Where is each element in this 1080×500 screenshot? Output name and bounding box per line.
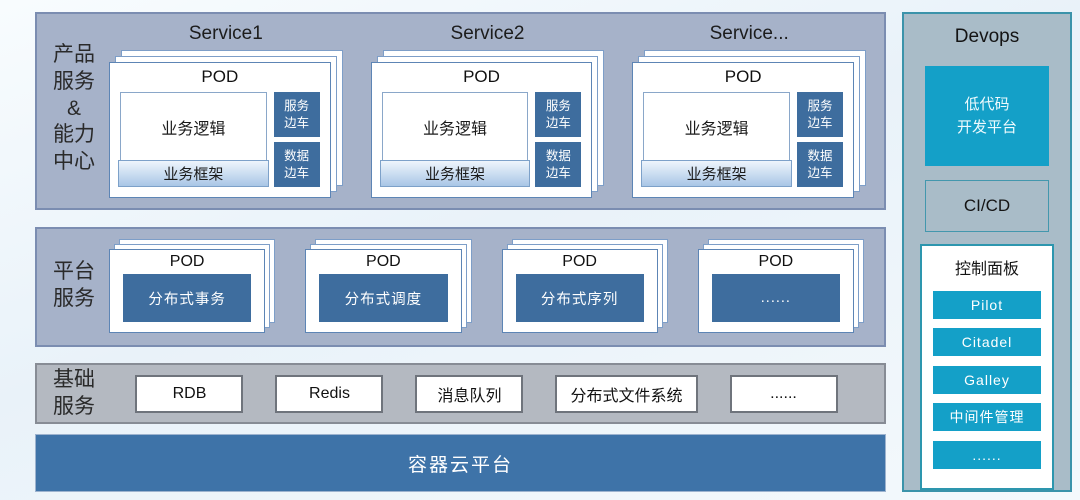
- infra-box-rdb: RDB: [135, 374, 244, 413]
- business-logic-box: 业务逻辑: [120, 92, 267, 161]
- pod-stack-more: POD ......: [697, 239, 864, 333]
- pod-card: POD ......: [697, 249, 854, 333]
- band-platform-services: 平台 服务 POD 分布式事务 POD 分布式调度: [35, 227, 886, 347]
- panel-item-more: ......: [933, 440, 1041, 469]
- pod-card: POD 业务逻辑 业务框架 服务边车 数据边车: [632, 62, 855, 198]
- control-panel-items: Pilot Citadel Galley 中间件管理 ......: [933, 281, 1041, 478]
- pod-stack-distributed-scheduling: POD 分布式调度: [305, 239, 472, 333]
- lowcode-platform-box: 低代码 开发平台: [925, 66, 1049, 166]
- pod-stack-distributed-transaction: POD 分布式事务: [109, 239, 276, 333]
- pod-body: 业务逻辑 业务框架 服务边车 数据边车: [372, 90, 592, 197]
- pod-stack: POD 业务逻辑 业务框架 服务边车 数据边车: [632, 50, 867, 198]
- service-title: Service...: [709, 23, 789, 44]
- business-framework-bar: 业务框架: [118, 160, 269, 187]
- band-infra-label: 基础 服务: [53, 367, 95, 418]
- pod-body: 业务逻辑 业务框架 服务边车 数据边车: [633, 90, 853, 197]
- pod-service-box: ......: [711, 274, 840, 322]
- band-container-cloud-platform: 容器云平台: [35, 434, 886, 492]
- data-sidecar-box: 数据边车: [797, 142, 844, 187]
- infra-box-more: ......: [729, 374, 838, 413]
- pod-card: POD 业务逻辑 业务框架 服务边车 数据边车: [370, 62, 593, 198]
- control-panel-title: 控制面板: [954, 261, 1019, 278]
- business-framework-bar: 业务框架: [641, 160, 793, 187]
- pod-card: POD 分布式序列: [501, 249, 658, 333]
- service-group-3: Service... POD 业务逻辑 业务框架 服务边车: [632, 20, 867, 198]
- devops-title: Devops: [954, 26, 1020, 47]
- business-logic-column: 业务逻辑 业务框架: [641, 92, 793, 187]
- service-sidecar-box: 服务边车: [535, 92, 582, 137]
- pod-card: POD 分布式调度: [305, 249, 462, 333]
- pod-card: POD 业务逻辑 业务框架 服务边车 数据边车: [109, 62, 331, 198]
- pod-service-box: 分布式事务: [123, 274, 252, 322]
- business-framework-bar: 业务框架: [379, 160, 531, 187]
- control-panel: 控制面板 Pilot Citadel Galley 中间件管理 ......: [920, 244, 1054, 490]
- business-logic-box: 业务逻辑: [643, 92, 791, 161]
- service-sidecar-box: 服务边车: [273, 92, 320, 137]
- pod-service-box: 分布式序列: [515, 274, 644, 322]
- band-infra-services: 基础 服务 RDB Redis 消息队列 分布式文件系统 ......: [35, 363, 886, 424]
- business-logic-column: 业务逻辑 业务框架: [379, 92, 531, 187]
- service-groups: Service1 POD 业务逻辑 业务框架 服务边车: [103, 20, 872, 198]
- pod-title: POD: [463, 67, 500, 86]
- infra-box-message-queue: 消息队列: [415, 374, 524, 413]
- architecture-diagram: 产品 服务 & 能力 中心 Service1 POD 业务逻辑 业务框架: [35, 12, 886, 492]
- pod-stack: POD 业务逻辑 业务框架 服务边车 数据边车: [370, 50, 605, 198]
- infra-box-distributed-filesystem: 分布式文件系统: [555, 374, 698, 413]
- pod-card: POD 分布式事务: [109, 249, 266, 333]
- band-product-label: 产品 服务 & 能力 中心: [53, 42, 95, 174]
- service-group-2: Service2 POD 业务逻辑 业务框架 服务边车: [370, 20, 605, 198]
- pod-stack-distributed-sequence: POD 分布式序列: [501, 239, 668, 333]
- pod-title: POD: [562, 253, 597, 270]
- panel-item-middleware-management: 中间件管理: [933, 403, 1041, 431]
- infra-box-redis: Redis: [275, 374, 384, 413]
- devops-column: Devops 低代码 开发平台 CI/CD 控制面板 Pilot Citadel…: [902, 12, 1072, 492]
- pod-stack: POD 业务逻辑 业务框架 服务边车 数据边车: [109, 50, 343, 198]
- band-platform-label: 平台 服务: [53, 260, 95, 310]
- panel-item-citadel: Citadel: [933, 328, 1041, 356]
- sidecar-column: 服务边车 数据边车: [273, 92, 320, 187]
- pod-title: POD: [724, 67, 762, 86]
- pod-title: POD: [758, 253, 794, 270]
- panel-item-galley: Galley: [933, 365, 1041, 394]
- business-logic-column: 业务逻辑 业务框架: [118, 92, 269, 187]
- sidecar-column: 服务边车 数据边车: [797, 92, 844, 187]
- pod-service-box: 分布式调度: [319, 274, 448, 322]
- infra-items: RDB Redis 消息队列 分布式文件系统 ......: [103, 374, 870, 413]
- service-title: Service2: [450, 23, 525, 44]
- panel-item-pilot: Pilot: [933, 290, 1041, 319]
- service-group-1: Service1 POD 业务逻辑 业务框架 服务边车: [109, 20, 343, 198]
- pod-title: POD: [366, 253, 401, 270]
- cicd-box: CI/CD: [925, 180, 1049, 232]
- data-sidecar-box: 数据边车: [273, 142, 320, 187]
- service-title: Service1: [188, 23, 263, 44]
- platform-pod-groups: POD 分布式事务 POD 分布式调度 POD 分布式序列: [103, 239, 870, 333]
- band-product-services: 产品 服务 & 能力 中心 Service1 POD 业务逻辑 业务框架: [35, 12, 886, 210]
- service-sidecar-box: 服务边车: [797, 92, 844, 137]
- sidecar-column: 服务边车 数据边车: [535, 92, 582, 187]
- pod-body: 业务逻辑 业务框架 服务边车 数据边车: [110, 90, 330, 197]
- business-logic-box: 业务逻辑: [381, 92, 529, 161]
- data-sidecar-box: 数据边车: [535, 142, 582, 187]
- pod-title: POD: [201, 67, 239, 86]
- pod-title: POD: [169, 253, 205, 270]
